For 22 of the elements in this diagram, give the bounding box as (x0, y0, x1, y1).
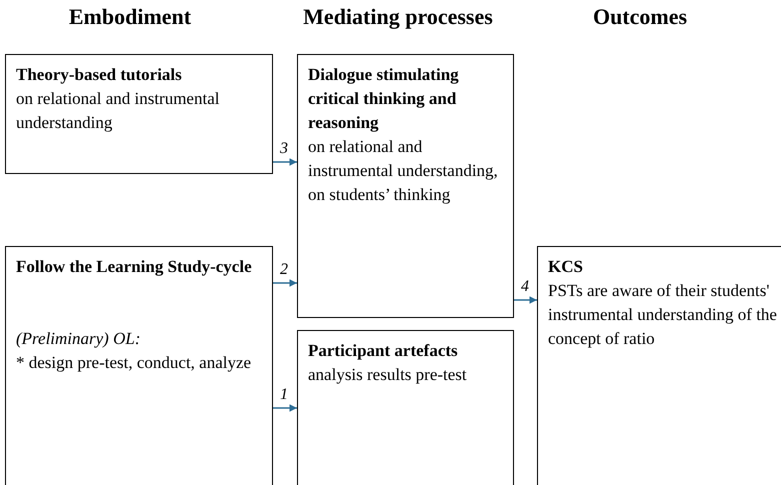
box-text: * design pre-test, conduct, analyze (16, 352, 252, 374)
box-text: on relational and instrumental understanding (16, 88, 220, 134)
column-heading: Embodiment (68, 4, 192, 30)
arrow (273, 279, 297, 287)
box-heading: KCS (548, 256, 584, 278)
box-heading: Theory-based tutorials (16, 64, 183, 86)
box-text: on relational and instrumental understanding, on students’ thinking (308, 136, 499, 206)
process-box (297, 330, 514, 485)
box-heading: Follow the Learning Study-cycle (16, 256, 253, 278)
arrow (514, 296, 537, 304)
column-heading: Outcomes (592, 4, 688, 30)
box-text: (Preliminary) OL: (16, 328, 142, 350)
process-box (5, 246, 273, 485)
box-text: PSTs are aware of their students' instrumental understanding of the concept of ratio (548, 280, 778, 350)
arrow (273, 404, 297, 412)
box-heading: Participant artefacts (308, 340, 459, 362)
process-box (537, 246, 781, 485)
box-text: analysis results pre-test (308, 364, 468, 386)
process-box (5, 54, 273, 174)
process-box (297, 54, 514, 318)
arrow (273, 158, 297, 166)
column-heading: Mediating processes (303, 4, 493, 30)
